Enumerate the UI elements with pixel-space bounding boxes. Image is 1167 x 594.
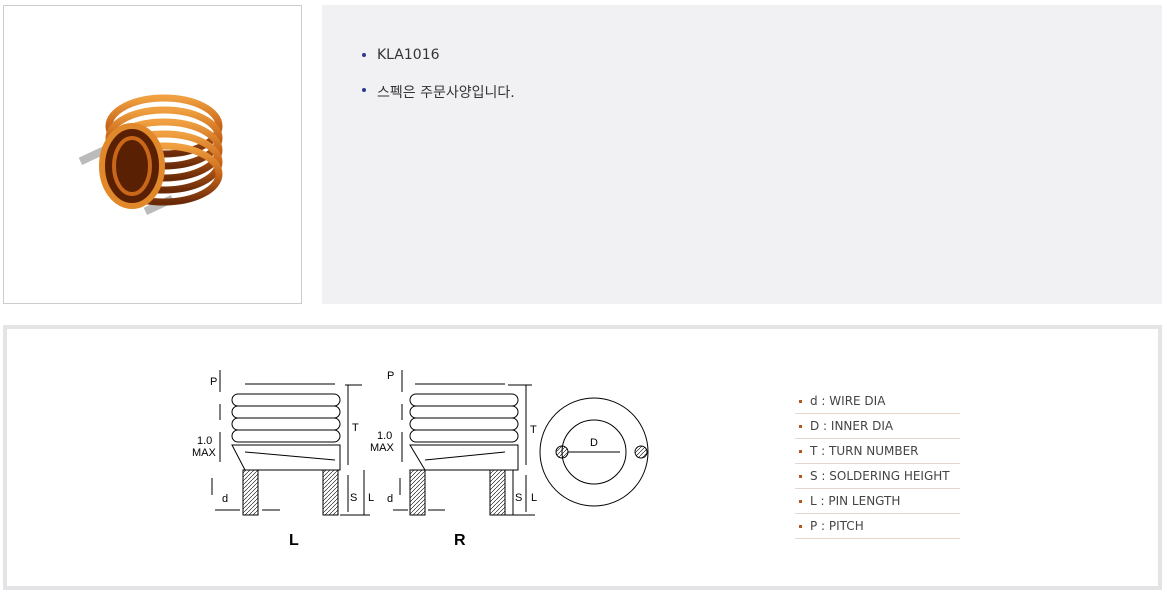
legend-item: L : PIN LENGTH (795, 489, 960, 514)
view-label-right: R (454, 532, 466, 549)
legend-item: S : SOLDERING HEIGHT (795, 464, 960, 489)
coil-side-view-r (393, 370, 535, 516)
coil-side-view-l (211, 370, 370, 516)
legend-item: T : TURN NUMBER (795, 439, 960, 464)
label-turns-r: T (530, 424, 537, 436)
legend-item: P : PITCH (795, 514, 960, 539)
coil-top-view (539, 397, 649, 507)
label-pin-length-r: L (531, 492, 537, 504)
specification-box: P 1.0 MAX T S L d L P 1.0 MAX T S L d R … (3, 325, 1162, 590)
dimension-drawing: P 1.0 MAX T S L d L P 1.0 MAX T S L d R … (192, 370, 649, 549)
label-max-r: MAX (370, 442, 395, 454)
legend-item: d : WIRE DIA (795, 389, 960, 414)
product-image (3, 5, 302, 304)
spec-note: 스펙은 주문사양입니다. (362, 82, 515, 117)
inductor-coil-image (78, 94, 223, 215)
label-turns: T (352, 422, 359, 434)
product-info-panel: KLA1016 스펙은 주문사양입니다. (322, 5, 1162, 304)
label-max-value: 1.0 (197, 435, 212, 447)
dimension-legend: d : WIRE DIA D : INNER DIA T : TURN NUMB… (795, 389, 960, 539)
model-name: KLA1016 (362, 47, 515, 82)
label-max: MAX (192, 447, 217, 459)
label-inner-dia: D (590, 437, 598, 449)
label-soldering-height-r: S (515, 492, 522, 504)
legend-item: D : INNER DIA (795, 414, 960, 439)
label-soldering-height: S (350, 492, 357, 504)
label-pitch: P (210, 376, 217, 388)
label-wire-dia: d (222, 493, 228, 505)
label-max-value-r: 1.0 (377, 430, 392, 442)
label-wire-dia-r: d (387, 493, 393, 505)
view-label-left: L (289, 532, 299, 549)
label-pin-length: L (368, 492, 374, 504)
label-pitch-r: P (387, 370, 394, 382)
